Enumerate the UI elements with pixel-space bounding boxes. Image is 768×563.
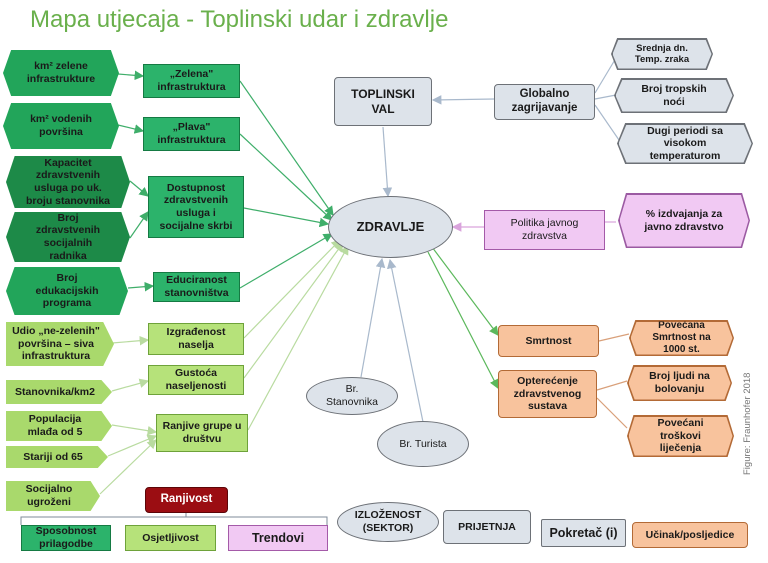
global-warming-box: Globalno zagrijavanje bbox=[494, 84, 595, 120]
green-infrastructure-area-indicator: km² zelene infrastrukture bbox=[3, 50, 119, 96]
legend-effect: Učinak/posljedice bbox=[632, 522, 748, 548]
under-5-indicator: Populacija mlađa od 5 bbox=[6, 411, 112, 441]
increased-mortality-indicator: Povećana Smrtnost na 1000 st. bbox=[629, 320, 734, 356]
legend-exposure: IZLOŽENOST (SEKTOR) bbox=[337, 502, 439, 542]
green-infrastructure-box: „Zelena" infrastruktura bbox=[143, 64, 240, 98]
health-access-box: Dostupnost zdravstvenih usluga i socijal… bbox=[148, 176, 244, 238]
figure-credit: Figure: Fraunhofer 2018 bbox=[742, 372, 753, 475]
legend-trends: Trendovi bbox=[228, 525, 328, 551]
grey-infrastructure-indicator: Udio „ne-zelenih" površina – siva infras… bbox=[6, 322, 114, 366]
over-65-indicator: Stariji od 65 bbox=[6, 446, 108, 468]
mean-temp-indicator: Srednja dn. Temp. zraka bbox=[611, 38, 713, 70]
sick-leave-indicator: Broj ljudi na bolovanju bbox=[627, 365, 732, 401]
central-health-node: ZDRAVLJE bbox=[328, 196, 453, 258]
legend-vulnerability: Ranjivost bbox=[145, 487, 228, 513]
mortality-box: Smrtnost bbox=[498, 325, 599, 357]
population-density-indicator: Stanovnika/km2 bbox=[6, 380, 112, 404]
health-spending-indicator: % izdvajanja za javno zdravstvo bbox=[618, 193, 750, 248]
tropical-nights-indicator: Broj tropskih noći bbox=[614, 78, 734, 113]
population-ellipse: Br. Stanovnika bbox=[306, 377, 398, 415]
page-title: Mapa utjecaja - Toplinski udar i zdravlj… bbox=[30, 6, 449, 33]
heat-periods-indicator: Dugi periodi sa visokom temperaturom bbox=[617, 123, 753, 164]
education-box: Educiranost stanovništva bbox=[153, 272, 240, 302]
tourists-ellipse: Br. Turista bbox=[377, 421, 469, 467]
blue-infrastructure-box: „Plava" infrastruktura bbox=[143, 117, 240, 151]
urbanization-box: Izgrađenost naselja bbox=[148, 323, 244, 355]
treatment-costs-indicator: Povećani troškovi liječenja bbox=[627, 415, 734, 457]
legend-driver: Pokretač (i) bbox=[541, 519, 626, 547]
vulnerable-groups-box: Ranjive grupe u društvu bbox=[156, 414, 248, 452]
health-workers-indicator: Broj zdravstvenih socijalnih radnika bbox=[6, 212, 130, 262]
legend-adaptive-capacity: Sposobnost prilagodbe bbox=[21, 525, 111, 551]
population-density-box: Gustoća naseljenosti bbox=[148, 365, 244, 395]
health-system-burden-box: Opterećenje zdravstvenog sustava bbox=[498, 370, 597, 418]
health-capacity-indicator: Kapacitet zdravstvenih usluga po uk. bro… bbox=[6, 156, 130, 208]
education-programs-indicator: Broj edukacijskih programa bbox=[6, 267, 128, 315]
water-area-indicator: km² vodenih površina bbox=[3, 103, 119, 149]
heatwave-box: TOPLINSKI VAL bbox=[334, 77, 432, 126]
socially-vulnerable-indicator: Socijalno ugroženi bbox=[6, 481, 100, 511]
public-health-policy-box: Politika javnog zdravstva bbox=[484, 210, 605, 250]
legend-sensitivity: Osjetljivost bbox=[125, 525, 216, 551]
legend-threat: PRIJETNJA bbox=[443, 510, 531, 544]
